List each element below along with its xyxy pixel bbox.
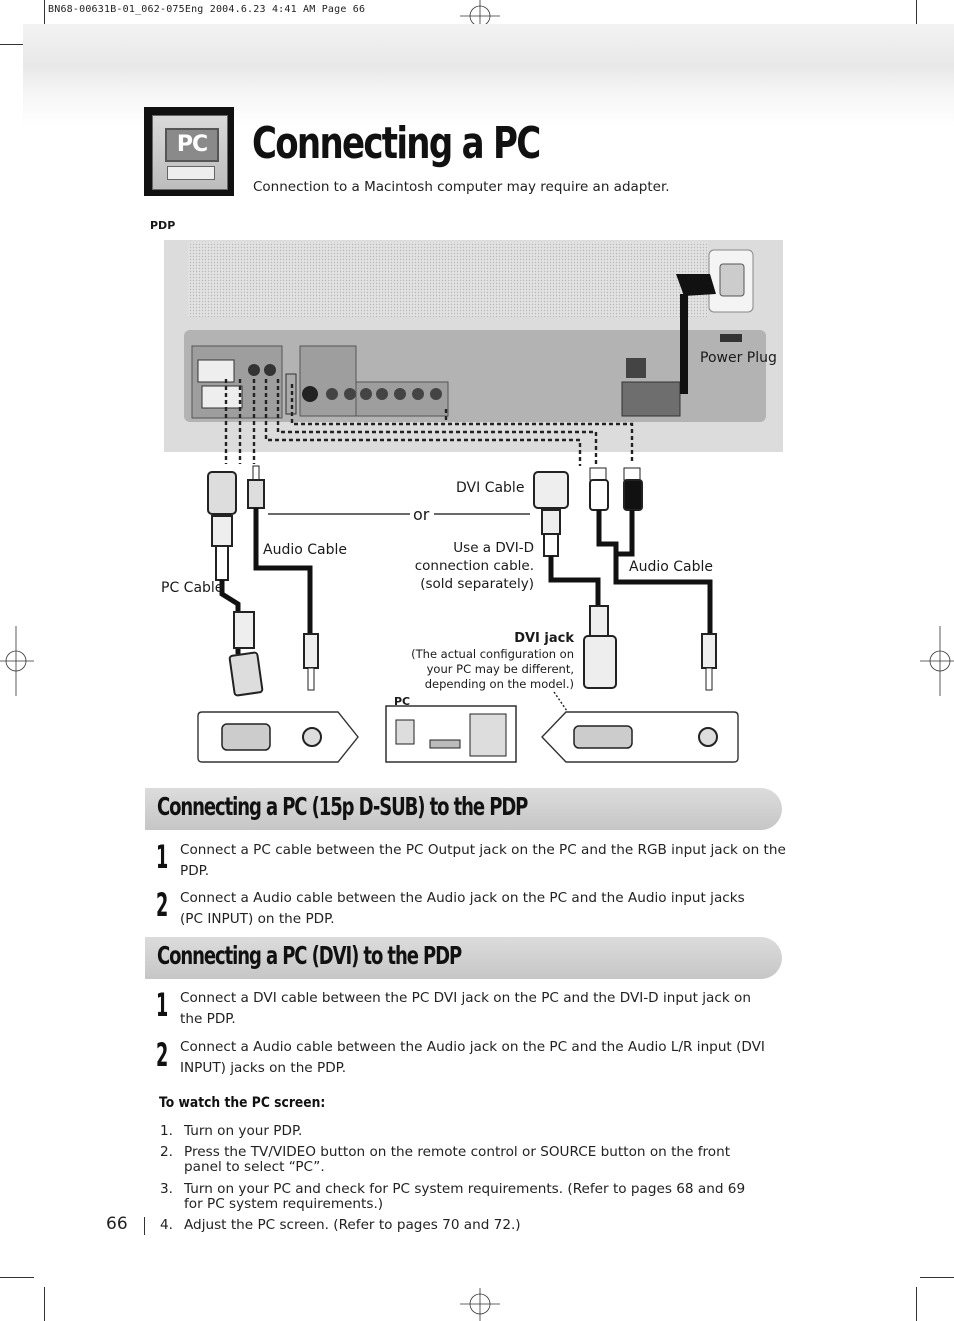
page-number: 66 [106, 1214, 128, 1234]
dvi-jack-title: DVI jack [514, 631, 574, 646]
list-item-number: 2. [160, 1144, 173, 1160]
connection-diagram: Power Plug or DVI Cable A [161, 240, 783, 763]
dvi-cable-connector-bottom [583, 605, 617, 689]
pc-badge-label: PC [165, 128, 219, 162]
pc-rgb-audio-panel [197, 711, 359, 763]
dvi-d-note-line-2: connection cable. [415, 558, 534, 574]
pc-cable-connector-top [207, 471, 237, 581]
dvi-cable-label: DVI Cable [456, 480, 524, 496]
list-item-text: Press the TV/VIDEO button on the remote … [184, 1144, 731, 1175]
pc-label: PC [394, 695, 410, 708]
cable-routes [224, 379, 634, 466]
watch-heading: To watch the PC screen: [159, 1095, 326, 1111]
step-text: Connect a Audio cable between the Audio … [180, 1039, 765, 1076]
pc-cable-connector-bottom [228, 611, 264, 697]
section-heading-dvi: Connecting a PC (DVI) to the PDP [145, 937, 782, 979]
audio-cable-connector-top [247, 465, 265, 509]
step-number: 1 [156, 838, 169, 876]
dvi-cable-connector-top [533, 471, 569, 557]
pc-tower-icon [385, 705, 517, 763]
section-heading-dsub-text: Connecting a PC (15p D-SUB) to the PDP [157, 792, 528, 821]
audio-cable-left-label: Audio Cable [263, 542, 347, 558]
list-item-number: 1. [160, 1123, 173, 1139]
registration-mark-right-icon [920, 626, 954, 696]
step-number: 2 [156, 886, 169, 924]
step-text: Connect a DVI cable between the PC DVI j… [180, 990, 751, 1027]
audio-cable-connector-bottom [303, 633, 319, 691]
pdp-back-panel [164, 240, 783, 452]
solid-cables [219, 508, 713, 654]
page-number-rule [144, 1217, 145, 1235]
step-text: Connect a Audio cable between the Audio … [180, 890, 745, 927]
registration-mark-bottom-icon [460, 1288, 500, 1321]
section-heading-dvi-text: Connecting a PC (DVI) to the PDP [157, 941, 462, 970]
pdp-label: PDP [150, 219, 176, 232]
list-item-number: 4. [160, 1217, 173, 1233]
page-subtitle: Connection to a Macintosh computer may r… [253, 179, 670, 195]
rca-audio-connector-bottom [701, 633, 717, 691]
dvi-jack-note-line-2: your PC may be different, [427, 662, 574, 676]
list-item-text: Turn on your PC and check for PC system … [184, 1181, 746, 1212]
audio-cable-right-label: Audio Cable [629, 559, 713, 575]
rca-audio-connectors-top [589, 467, 643, 511]
power-plug-icon [676, 249, 754, 394]
power-plug-label: Power Plug [700, 350, 777, 366]
pc-cable-label: PC Cable [161, 580, 223, 596]
registration-mark-left-icon [0, 626, 34, 696]
list-item-text: Turn on your PDP. [184, 1123, 303, 1139]
section-heading-dsub: Connecting a PC (15p D-SUB) to the PDP [145, 788, 782, 830]
dvi-jack-note-line-3: depending on the model.) [425, 677, 574, 691]
pc-base-icon [167, 166, 215, 180]
page-title: Connecting a PC [252, 118, 541, 169]
step-number: 2 [156, 1036, 169, 1074]
pc-monitor-icon: PC [152, 115, 228, 190]
print-slug: BN68-00631B-01_062-075Eng 2004.6.23 4:41… [48, 4, 366, 15]
pc-badge: PC [144, 107, 234, 196]
dvi-d-note-line-1: Use a DVI-D [453, 540, 534, 556]
step-text: Connect a PC cable between the PC Output… [180, 842, 786, 879]
list-item-text: Adjust the PC screen. (Refer to pages 70… [184, 1217, 521, 1233]
list-item-number: 3. [160, 1181, 173, 1197]
dvi-jack-note-line-1: (The actual configuration on [411, 647, 574, 661]
step-number: 1 [156, 986, 169, 1024]
or-label: or [413, 505, 430, 524]
pc-dvi-audio-panel [541, 711, 739, 763]
dvi-d-note-line-3: (sold separately) [420, 576, 534, 592]
